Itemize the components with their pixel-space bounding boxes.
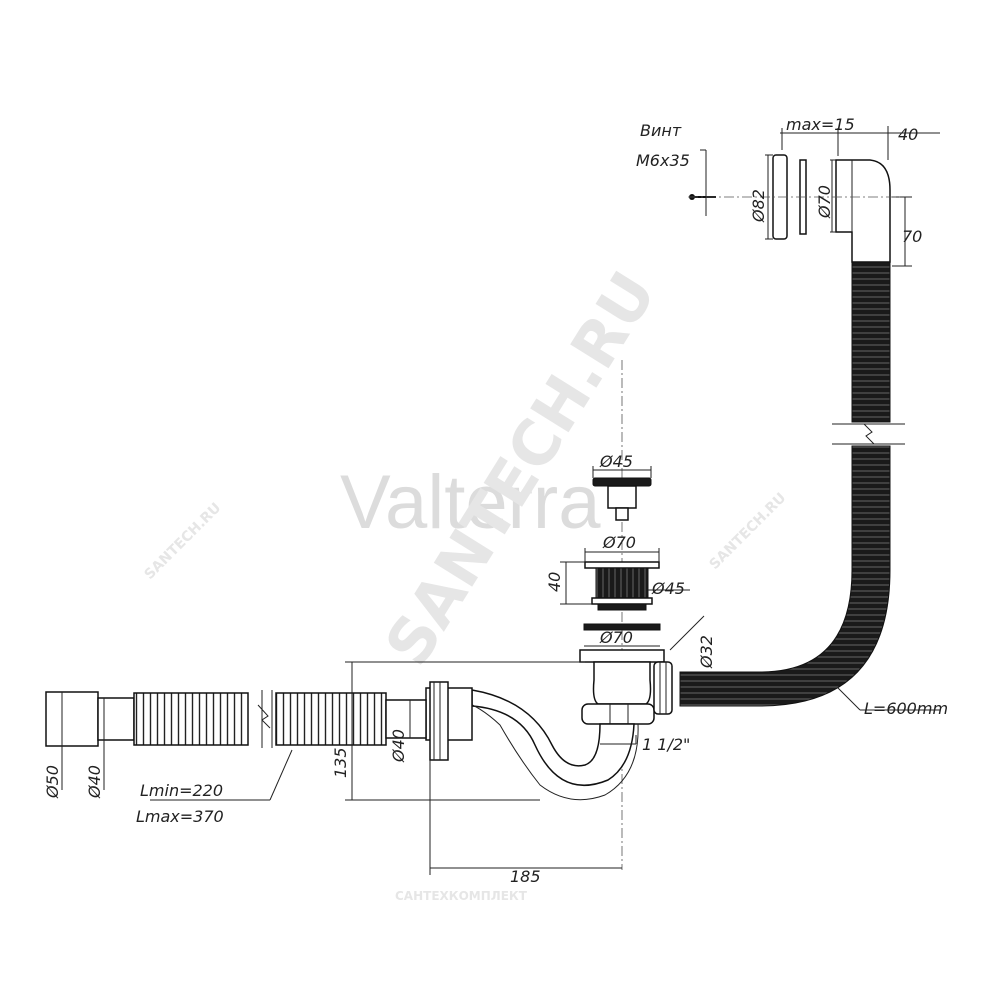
dia32-label: Ø32 — [697, 635, 716, 669]
dia70-mid-label: Ø70 — [602, 533, 636, 552]
site-watermark-right: SANTECH.RU — [707, 490, 790, 573]
outlet-hose-left — [133, 692, 249, 746]
l600-leader — [837, 687, 861, 711]
outlet-hose-right — [275, 692, 387, 746]
overflow-hose-upper — [851, 261, 891, 423]
thread-label: 1 1/2" — [642, 735, 690, 754]
dim-left-diameters — [61, 692, 105, 790]
dia40-left-label: Ø40 — [85, 765, 104, 799]
dia70-low-label: Ø70 — [599, 628, 633, 647]
dim-185 — [429, 760, 622, 875]
dim-max15 — [780, 126, 940, 160]
dia45-body-label: Ø45 — [651, 579, 685, 598]
lmin-leader — [150, 749, 293, 801]
overflow-screw — [689, 149, 716, 216]
siphon-trap — [425, 681, 639, 801]
company-watermark: САНТЕХКОМПЛЕКТ — [395, 889, 528, 903]
dim70-right-label: 70 — [902, 227, 922, 246]
l600-label: L=600mm — [864, 699, 948, 718]
dim135-label: 135 — [331, 747, 350, 778]
dia82-label: Ø82 — [749, 189, 768, 223]
drain-gasket — [579, 623, 665, 663]
trap-inlet-sleeve — [385, 699, 427, 739]
dim40-mid-label: 40 — [545, 572, 564, 592]
screw-label-line1: Винт — [640, 121, 682, 140]
site-watermark-left: SANTECH.RU — [142, 500, 225, 583]
dim40-top-label: 40 — [898, 125, 918, 144]
dia45-plug-label: Ø45 — [599, 452, 633, 471]
outlet-break-mark — [257, 690, 273, 748]
dia50-label: Ø50 — [43, 765, 62, 799]
dim185-label: 185 — [510, 867, 541, 886]
brand-watermark: Valterra — [340, 460, 601, 545]
overflow-body — [830, 159, 891, 263]
dim-135 — [345, 661, 585, 801]
drain-plug — [592, 466, 652, 521]
lmin-label: Lmin=220 — [140, 781, 223, 800]
lmax-label: Lmax=370 — [136, 807, 224, 826]
outlet-connector — [45, 691, 135, 747]
hose-break-mark — [832, 423, 905, 445]
dia70-top-label: Ø70 — [815, 185, 834, 219]
drain-flange — [560, 548, 690, 611]
max15-label: max=15 — [786, 115, 855, 134]
overflow-hose-lower — [679, 445, 891, 707]
dia40-trap-label: Ø40 — [389, 729, 408, 763]
screw-label-line2: M6x35 — [636, 151, 690, 170]
drain-body — [581, 615, 705, 725]
